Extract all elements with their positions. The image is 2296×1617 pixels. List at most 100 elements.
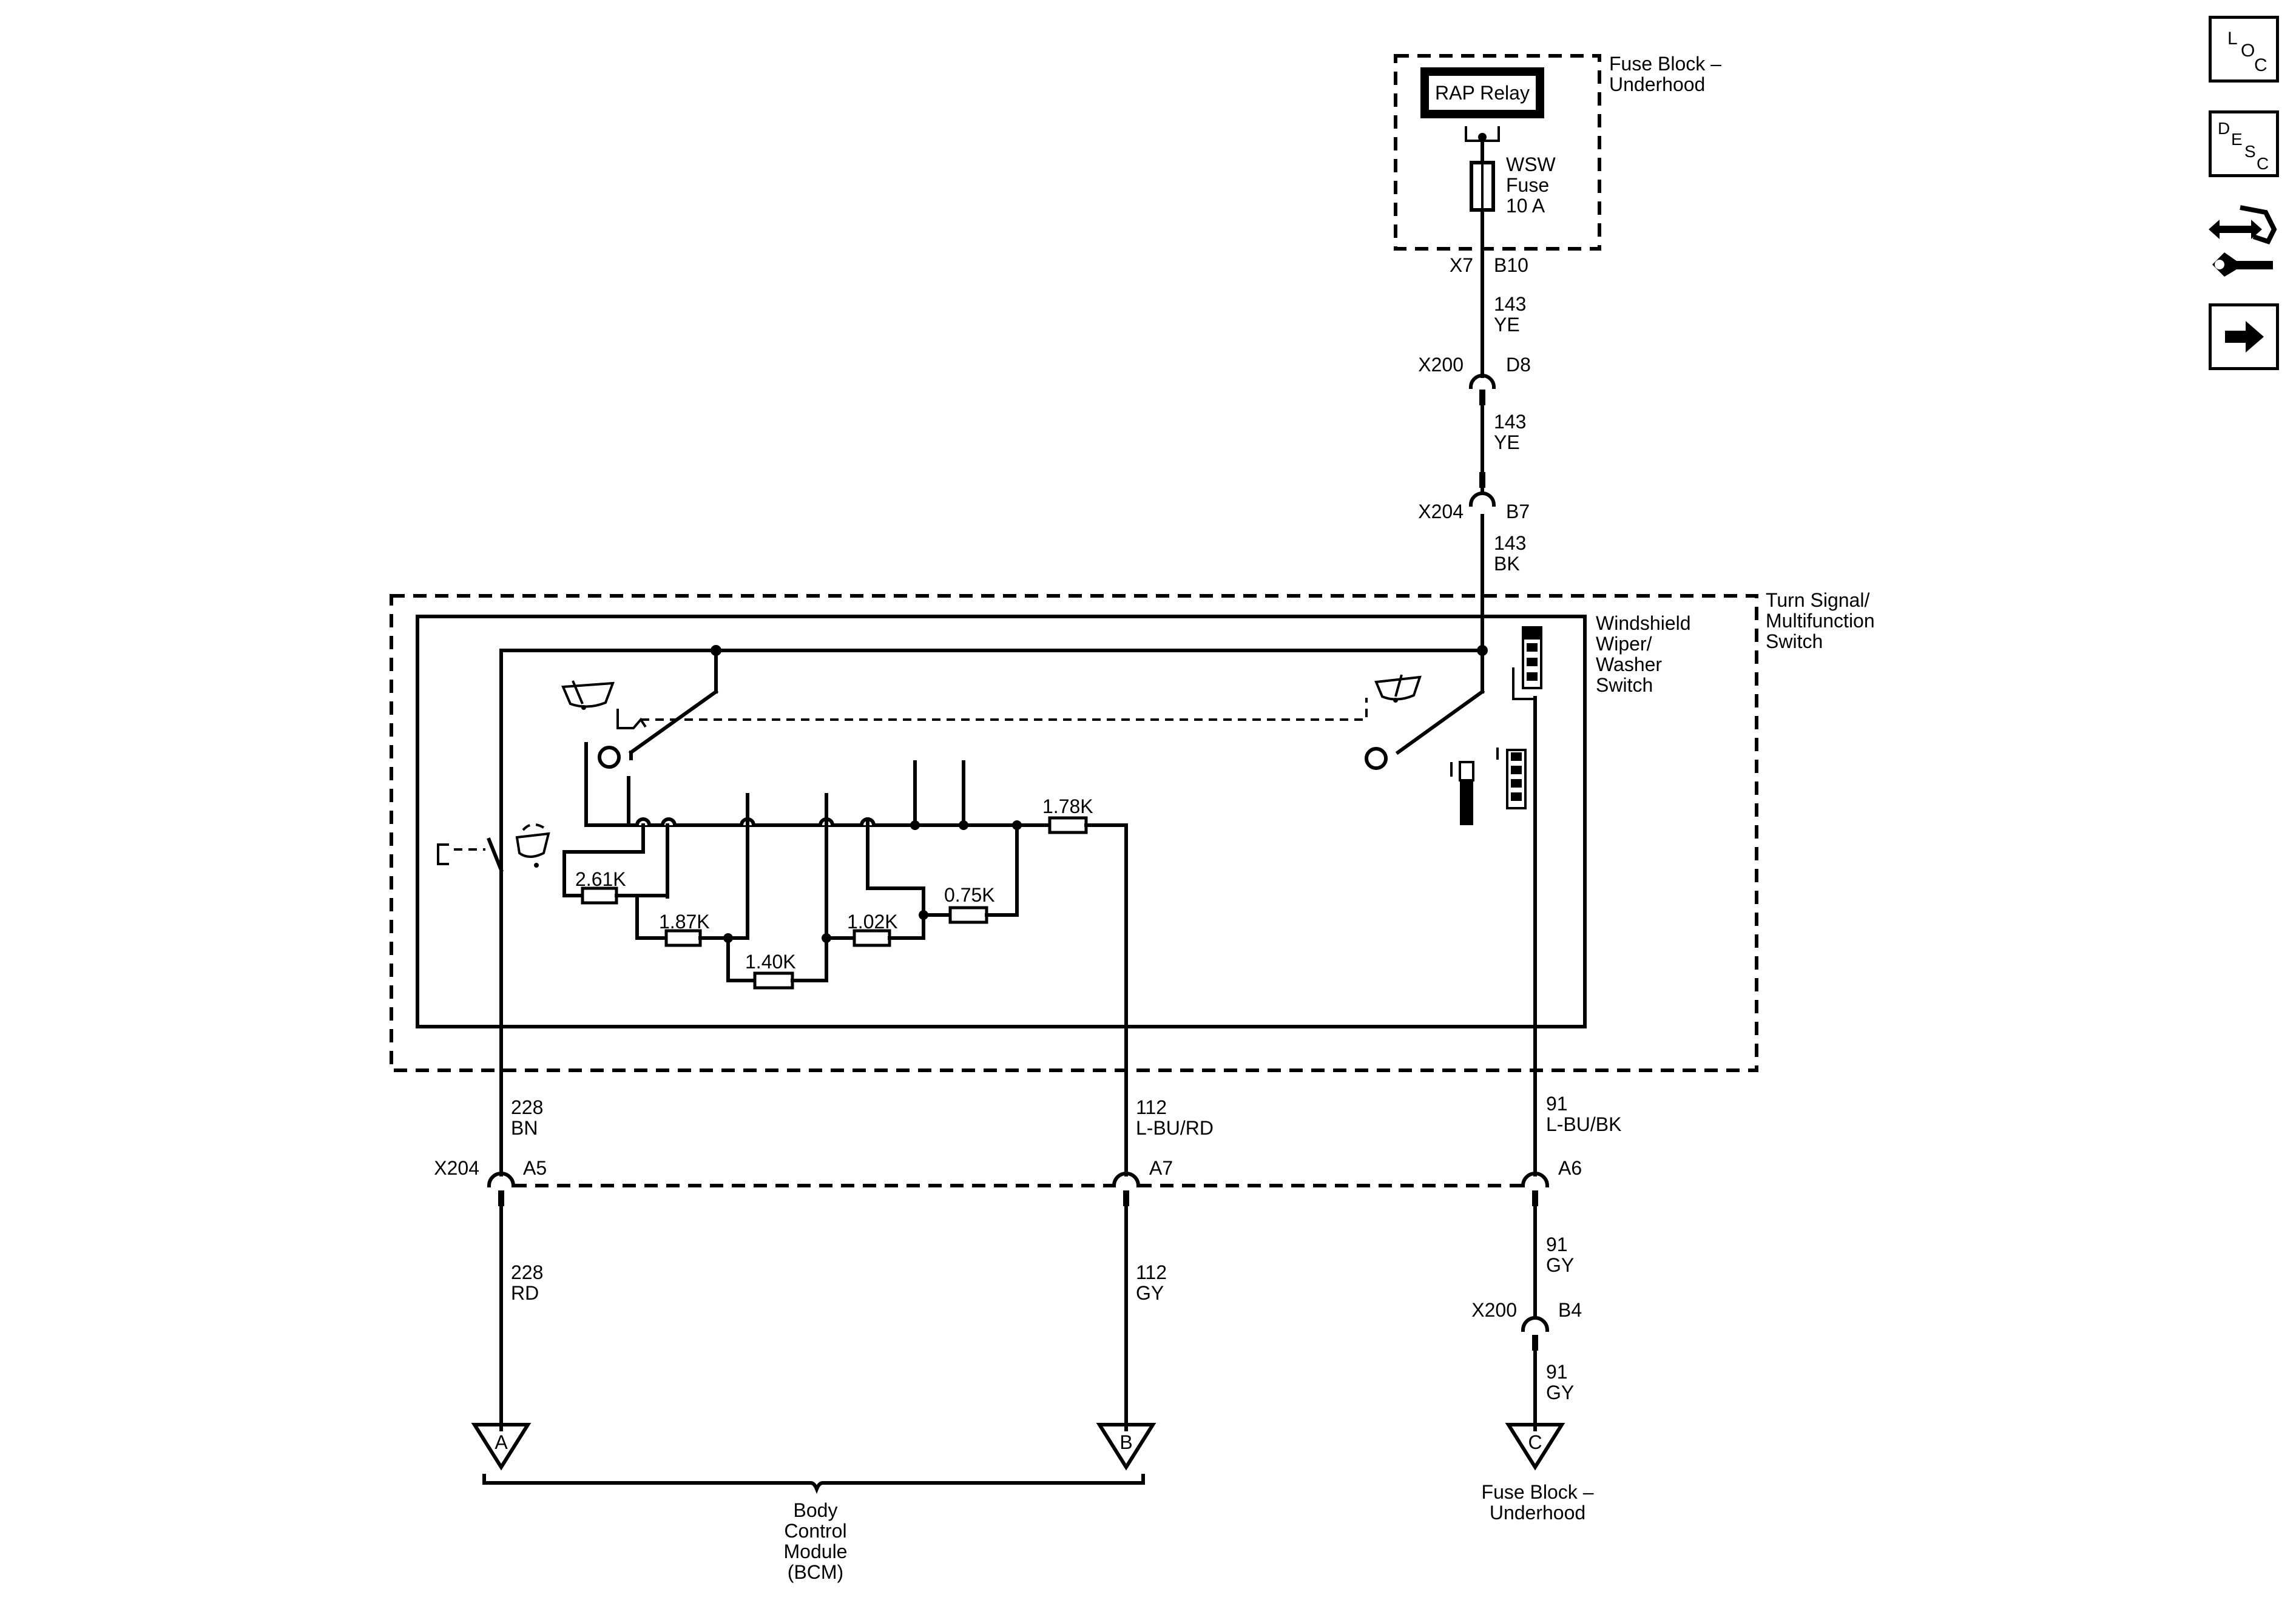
wiper-icon-right — [1374, 674, 1422, 703]
x204-label: X204 — [1418, 501, 1464, 522]
switch-title-3: Switch — [1766, 630, 1823, 652]
bcm-bracket — [482, 1474, 1145, 1494]
wire-circuit: 228 — [511, 1096, 543, 1118]
swap-wrench-icon — [2209, 205, 2277, 277]
switch-title-1: Turn Signal/ — [1766, 589, 1869, 611]
windshield-wiper-washer-switch — [416, 615, 1587, 1028]
x7-label: X7 — [1450, 254, 1473, 276]
svg-text:L: L — [2227, 29, 2238, 49]
fuse-block-underhood-top: Fuse Block – Underhood RAP Relay WSW Fus… — [1394, 53, 1721, 251]
resistor-label: 0.75K — [944, 884, 995, 906]
resistor-label: 1.40K — [745, 951, 796, 973]
position-indicator-right — [1512, 626, 1542, 704]
bcm-label-4: (BCM) — [788, 1561, 843, 1583]
wire-143: X7 B10 143 YE X200 D8 143 YE X204 B7 143… — [1418, 208, 1531, 657]
location-button[interactable]: L O C — [2209, 16, 2279, 83]
wire-color: L-BU/BK — [1546, 1113, 1621, 1135]
arrow-right-icon — [2225, 321, 2264, 353]
resistor-label: 2.61K — [575, 868, 626, 890]
a5-label: A5 — [523, 1157, 547, 1179]
b7-label: B7 — [1506, 501, 1530, 522]
svg-text:D: D — [2218, 119, 2230, 138]
x204-label: X204 — [434, 1157, 479, 1179]
wire-color: GY — [1546, 1254, 1574, 1276]
wire-color: L-BU/RD — [1136, 1117, 1214, 1139]
terminal-a — [471, 1423, 532, 1471]
position-indicator-middle — [1496, 748, 1527, 809]
rap-relay-label: RAP Relay — [1435, 82, 1530, 104]
wiper-icon-left — [561, 680, 615, 710]
position-indicator-left — [1450, 761, 1474, 825]
wire-color: YE — [1494, 314, 1520, 336]
fuse-label-2: Fuse — [1506, 174, 1549, 196]
fuse-label-3: 10 A — [1506, 195, 1545, 217]
wire-circuit: 91 — [1546, 1234, 1568, 1255]
next-button[interactable] — [2209, 303, 2279, 370]
resistor-1.87k — [664, 929, 702, 947]
wire-color: YE — [1494, 431, 1520, 453]
desc-icon: D E S C — [2218, 119, 2269, 173]
resistor-2.61k — [581, 886, 618, 905]
svg-text:E: E — [2231, 130, 2243, 149]
x204-connector-a7 — [1112, 1172, 1141, 1188]
wire-color: BK — [1494, 553, 1520, 575]
wire-color: GY — [1136, 1282, 1164, 1304]
terminal-a-label: A — [495, 1431, 508, 1453]
wire-color: BN — [511, 1117, 538, 1139]
wiper-switch-title-2: Wiper/ — [1596, 633, 1652, 655]
svg-text:S: S — [2244, 142, 2256, 161]
wiper-switch-title-3: Washer — [1596, 653, 1662, 675]
wire-circuit: 91 — [1546, 1361, 1568, 1383]
rap-relay-box — [1420, 67, 1544, 118]
fuse-block-title-1: Fuse Block – — [1609, 53, 1721, 75]
fuse-block-title-2: Underhood — [1609, 73, 1705, 95]
resistor-1.78k — [1048, 816, 1088, 834]
b4-label: B4 — [1558, 1299, 1582, 1321]
resistor-1.02k — [853, 929, 891, 947]
wire-circuit: 228 — [511, 1261, 543, 1283]
b10-label: B10 — [1494, 254, 1528, 276]
wire-color: GY — [1546, 1382, 1574, 1403]
resistor-label: 1.78K — [1042, 795, 1093, 817]
a7-label: A7 — [1149, 1157, 1173, 1179]
x200-label: X200 — [1418, 354, 1464, 376]
turn-signal-multifunction-switch: Turn Signal/ Multifunction Switch Windsh… — [390, 589, 1875, 1176]
resistor-1.40k — [753, 971, 794, 990]
fuse-label-1: WSW — [1506, 154, 1556, 175]
resistor-label: 1.02K — [847, 911, 898, 933]
x204-connector-a6 — [1521, 1172, 1550, 1188]
terminal-b-label: B — [1119, 1431, 1132, 1453]
svg-text:C: C — [2254, 55, 2267, 75]
d8-label: D8 — [1506, 354, 1531, 376]
terminal-c — [1505, 1423, 1565, 1471]
wire-circuit: 112 — [1136, 1261, 1167, 1283]
resistor-0.75k — [948, 906, 988, 924]
x200-connector-d8 — [1468, 374, 1496, 390]
wire-circuit: 143 — [1494, 293, 1526, 315]
bcm-label-1: Body — [794, 1499, 838, 1521]
x200-label: X200 — [1471, 1299, 1517, 1321]
wire-color: RD — [511, 1282, 539, 1304]
wire-circuit: 112 — [1136, 1096, 1167, 1118]
a6-label: A6 — [1558, 1157, 1582, 1179]
wire-circuit: 143 — [1494, 532, 1526, 554]
wire-circuit: 143 — [1494, 411, 1526, 433]
wire-circuit: 91 — [1546, 1093, 1568, 1115]
terminal-b — [1096, 1423, 1156, 1471]
switch-title-2: Multifunction — [1766, 610, 1875, 632]
wiper-switch-title-4: Switch — [1596, 674, 1653, 696]
loc-icon: L O C — [2227, 29, 2267, 75]
fuse-block-bottom-label-1: Fuse Block – — [1482, 1481, 1594, 1503]
x204-connector-a5 — [487, 1172, 516, 1188]
swap-wrench-button[interactable] — [2206, 201, 2281, 280]
resistor-label: 1.87K — [659, 911, 710, 933]
svg-text:C: C — [2257, 154, 2269, 173]
washer-switch — [437, 823, 550, 873]
svg-text:O: O — [2241, 41, 2255, 61]
bcm-label-2: Control — [784, 1520, 846, 1542]
x204-connector-b7 — [1468, 491, 1496, 507]
washer-icon — [616, 709, 647, 729]
bottom-wiring: 228 BN X204 A5 228 RD 112 L-BU/RD A7 112… — [434, 1033, 1621, 1583]
description-button[interactable]: D E S C — [2209, 110, 2279, 177]
